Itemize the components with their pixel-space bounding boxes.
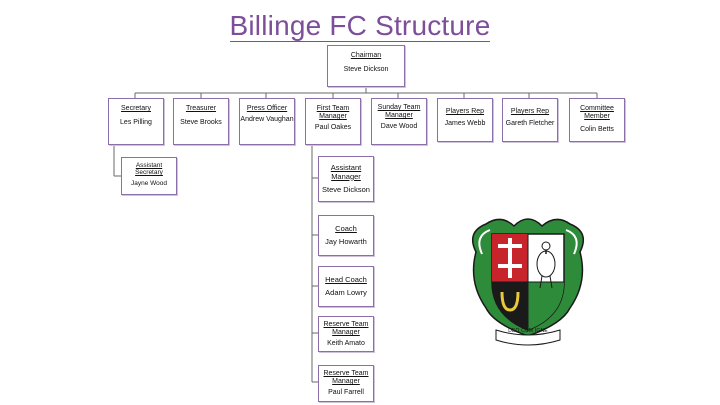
role-label: Assistant Manager — [330, 163, 362, 181]
assistant-manager-box: Assistant Manager Steve Dickson — [318, 156, 374, 202]
club-crest-logo — [471, 218, 585, 346]
person-name: Steve Dickson — [343, 66, 389, 74]
role-label: Reserve Team Manager — [323, 321, 369, 337]
person-name: Adam Lowry — [325, 287, 367, 297]
press-officer-box: Press Officer Andrew Vaughan — [239, 98, 295, 145]
role-label: Sunday Team Manager — [377, 104, 421, 120]
role-label: Assistant Secretary — [135, 162, 163, 177]
reserve-team-manager-box-2: Reserve Team Manager Paul Farrell — [318, 365, 374, 402]
coach-box: Coach Jay Howarth — [318, 215, 374, 256]
role-label: First Team Manager — [316, 105, 350, 121]
reserve-team-manager-box-1: Reserve Team Manager Keith Amato — [318, 316, 374, 352]
person-name: Jay Howarth — [325, 236, 367, 246]
assistant-secretary-box: Assistant Secretary Jayne Wood — [121, 157, 177, 195]
person-name: Paul Oakes — [314, 124, 352, 132]
person-name: Les Pilling — [120, 119, 152, 127]
person-name: Colin Betts — [580, 126, 614, 134]
role-label: Coach — [335, 224, 357, 233]
first-team-manager-box: First Team Manager Paul Oakes — [305, 98, 361, 145]
person-name: Dave Wood — [380, 123, 418, 131]
role-label: Reserve Team Manager — [323, 370, 369, 386]
role-label: Committee Member — [580, 105, 614, 121]
sunday-team-manager-box: Sunday Team Manager Dave Wood — [371, 98, 427, 145]
person-name: Steve Dickson — [322, 185, 370, 195]
person-name: Gareth Fletcher — [505, 120, 555, 128]
players-rep-box-2: Players Rep Gareth Fletcher — [502, 98, 558, 142]
chairman-box: Chairman Steve Dickson — [327, 45, 405, 87]
person-name: James Webb — [444, 120, 486, 128]
role-label: Press Officer — [246, 105, 288, 112]
person-name: Steve Brooks — [180, 119, 222, 127]
role-label: Secretary — [121, 105, 151, 112]
person-name: Andrew Vaughan — [240, 116, 294, 124]
role-label: Players Rep — [445, 108, 485, 115]
person-name: Keith Amato — [327, 340, 365, 348]
role-label: Treasurer — [185, 105, 217, 112]
secretary-box: Secretary Les Pilling — [108, 98, 164, 145]
person-name: Jayne Wood — [130, 179, 167, 187]
head-coach-box: Head Coach Adam Lowry — [318, 266, 374, 307]
committee-member-box: Committee Member Colin Betts — [569, 98, 625, 142]
role-label: Head Coach — [325, 275, 367, 284]
role-label: Players Rep — [510, 108, 550, 115]
person-name: Paul Farrell — [328, 389, 364, 397]
treasurer-box: Treasurer Steve Brooks — [173, 98, 229, 145]
page-title: Billinge FC Structure — [229, 10, 491, 42]
role-label: Chairman — [350, 52, 382, 59]
players-rep-box-1: Players Rep James Webb — [437, 98, 493, 142]
crest-motto: DEO CUM IGNE — [508, 328, 548, 334]
